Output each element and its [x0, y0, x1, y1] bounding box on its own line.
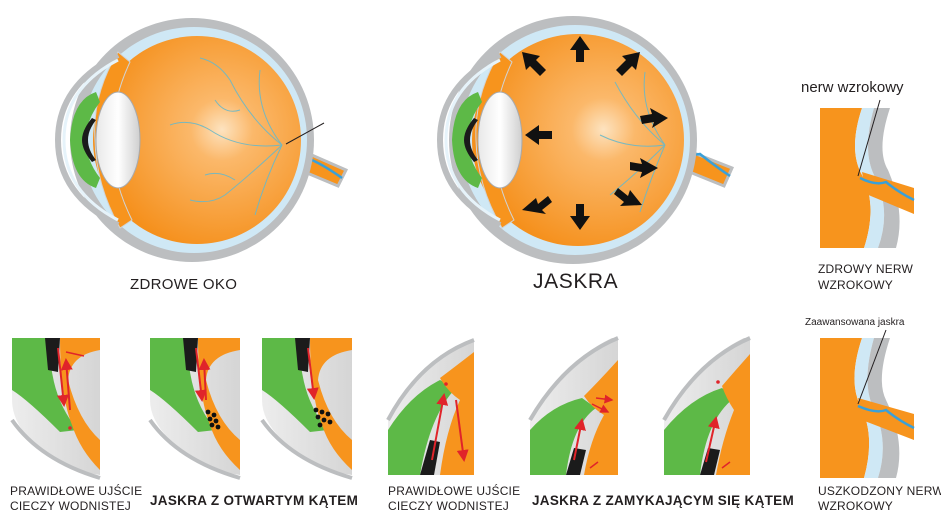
angle-panel-closed-glaucoma-1 — [530, 338, 618, 475]
angle-panel-open-glaucoma-1 — [150, 338, 240, 478]
closed-normal-caption-line2: CIECZY WODNISTEJ — [388, 500, 509, 514]
advanced-glaucoma-label: Zaawansowana jaskra — [805, 317, 905, 329]
angle-panel-closed-glaucoma-2 — [664, 338, 750, 475]
damaged-nerve-caption-line2: WZROKOWY — [818, 500, 893, 514]
angle-panel-open-glaucoma-2 — [262, 338, 352, 478]
angle-panel-normal-closed — [388, 340, 474, 475]
closed-angle-caption: JASKRA Z ZAMYKAJĄCYM SIĘ KĄTEM — [532, 493, 794, 509]
angle-panel-normal-open — [12, 338, 100, 478]
glaucoma-eye-caption: JASKRA — [533, 270, 618, 294]
glaucoma-eye-illustration — [440, 16, 732, 264]
open-normal-caption-line2: CIECZY WODNISTEJ — [10, 500, 131, 514]
closed-normal-caption-line1: PRAWIDŁOWE UJŚCIE — [388, 485, 520, 499]
healthy-nerve-caption-line2: WZROKOWY — [818, 279, 893, 293]
open-angle-caption: JASKRA Z OTWARTYM KĄTEM — [150, 493, 358, 509]
damaged-nerve-caption-line1: USZKODZONY NERW — [818, 485, 941, 499]
healthy-eye-illustration — [58, 18, 346, 262]
healthy-eye-caption: ZDROWE OKO — [130, 276, 237, 293]
damaged-nerve-detail — [820, 330, 914, 478]
open-normal-caption-line1: PRAWIDŁOWE UJŚCIE — [10, 485, 142, 499]
optic-nerve-label: nerw wzrokowy — [801, 79, 904, 96]
healthy-nerve-caption-line1: ZDROWY NERW — [818, 263, 913, 277]
healthy-nerve-detail — [820, 100, 914, 248]
